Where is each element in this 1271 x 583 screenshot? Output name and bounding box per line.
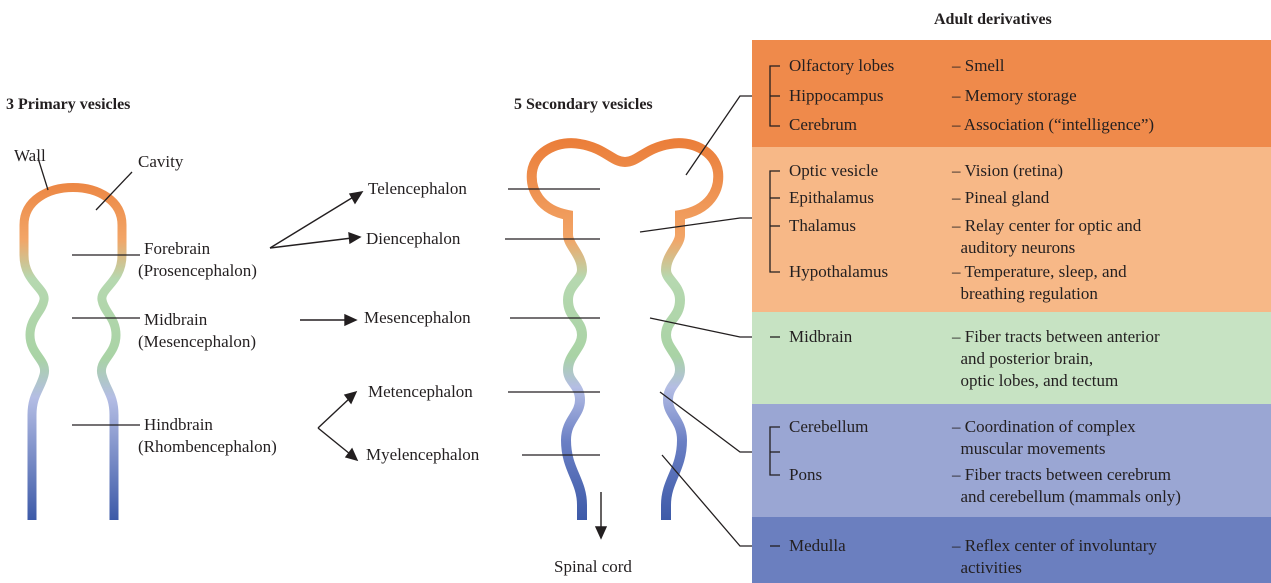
panel-group-mesencephalon: Midbrain – Fiber tracts between anterior… xyxy=(752,312,1271,404)
function-text: – Fiber tracts between cerebrum and cere… xyxy=(952,464,1181,508)
structure-name: Optic vesicle xyxy=(789,160,878,182)
connector-lines xyxy=(640,96,770,546)
cavity-label: Cavity xyxy=(138,151,183,173)
myelencephalon-label: Myelencephalon xyxy=(366,444,479,466)
structure-name: Cerebrum xyxy=(789,114,857,136)
wall-label: Wall xyxy=(14,145,46,167)
secondary-vesicles-title: 5 Secondary vesicles xyxy=(514,94,653,116)
panel-group-telencephalon: Olfactory lobes – Smell Hippocampus – Me… xyxy=(752,40,1271,147)
primary-vesicles-title: 3 Primary vesicles xyxy=(6,94,130,116)
midbrain-label: Midbrain xyxy=(144,309,207,331)
secondary-tube xyxy=(532,143,718,520)
rhombencephalon-label: (Rhombencephalon) xyxy=(138,436,277,458)
mesencephalon-primary-label: (Mesencephalon) xyxy=(138,331,256,353)
telencephalon-label: Telencephalon xyxy=(368,178,467,200)
panel-group-metencephalon: Cerebellum – Coordination of complex mus… xyxy=(752,404,1271,517)
structure-name: Midbrain xyxy=(789,326,852,348)
adult-derivatives-title: Adult derivatives xyxy=(934,9,1052,31)
structure-name: Epithalamus xyxy=(789,187,874,209)
function-text: – Temperature, sleep, and breathing regu… xyxy=(952,261,1127,305)
structure-name: Pons xyxy=(789,464,822,486)
secondary-label-lines xyxy=(505,189,600,455)
spinal-cord-arrow xyxy=(596,492,606,538)
diencephalon-label: Diencephalon xyxy=(366,228,460,250)
function-text: – Association (“intelligence”) xyxy=(952,114,1154,136)
hindbrain-label: Hindbrain xyxy=(144,414,213,436)
structure-name: Olfactory lobes xyxy=(789,55,894,77)
panel-group-myelencephalon: Medulla – Reflex center of involuntary a… xyxy=(752,517,1271,583)
structure-name: Cerebellum xyxy=(789,416,868,438)
primary-tube xyxy=(24,188,122,521)
function-text: – Relay center for optic and auditory ne… xyxy=(952,215,1141,259)
function-text: – Memory storage xyxy=(952,85,1077,107)
spinal-cord-label: Spinal cord xyxy=(554,556,632,578)
function-text: – Fiber tracts between anterior and post… xyxy=(952,326,1160,392)
function-text: – Reflex center of involuntary activitie… xyxy=(952,535,1157,579)
structure-name: Medulla xyxy=(789,535,846,557)
function-text: – Smell xyxy=(952,55,1004,77)
structure-name: Hippocampus xyxy=(789,85,883,107)
forebrain-label: Forebrain xyxy=(144,238,210,260)
function-text: – Pineal gland xyxy=(952,187,1049,209)
function-text: – Vision (retina) xyxy=(952,160,1063,182)
function-text: – Coordination of complex muscular movem… xyxy=(952,416,1136,460)
panel-group-diencephalon: Optic vesicle – Vision (retina) Epithala… xyxy=(752,147,1271,312)
division-arrows xyxy=(270,192,362,460)
structure-name: Thalamus xyxy=(789,215,856,237)
metencephalon-label: Metencephalon xyxy=(368,381,473,403)
primary-label-lines xyxy=(38,158,140,425)
structure-name: Hypothalamus xyxy=(789,261,888,283)
mesencephalon-label: Mesencephalon xyxy=(364,307,471,329)
prosencephalon-label: (Prosencephalon) xyxy=(138,260,257,282)
